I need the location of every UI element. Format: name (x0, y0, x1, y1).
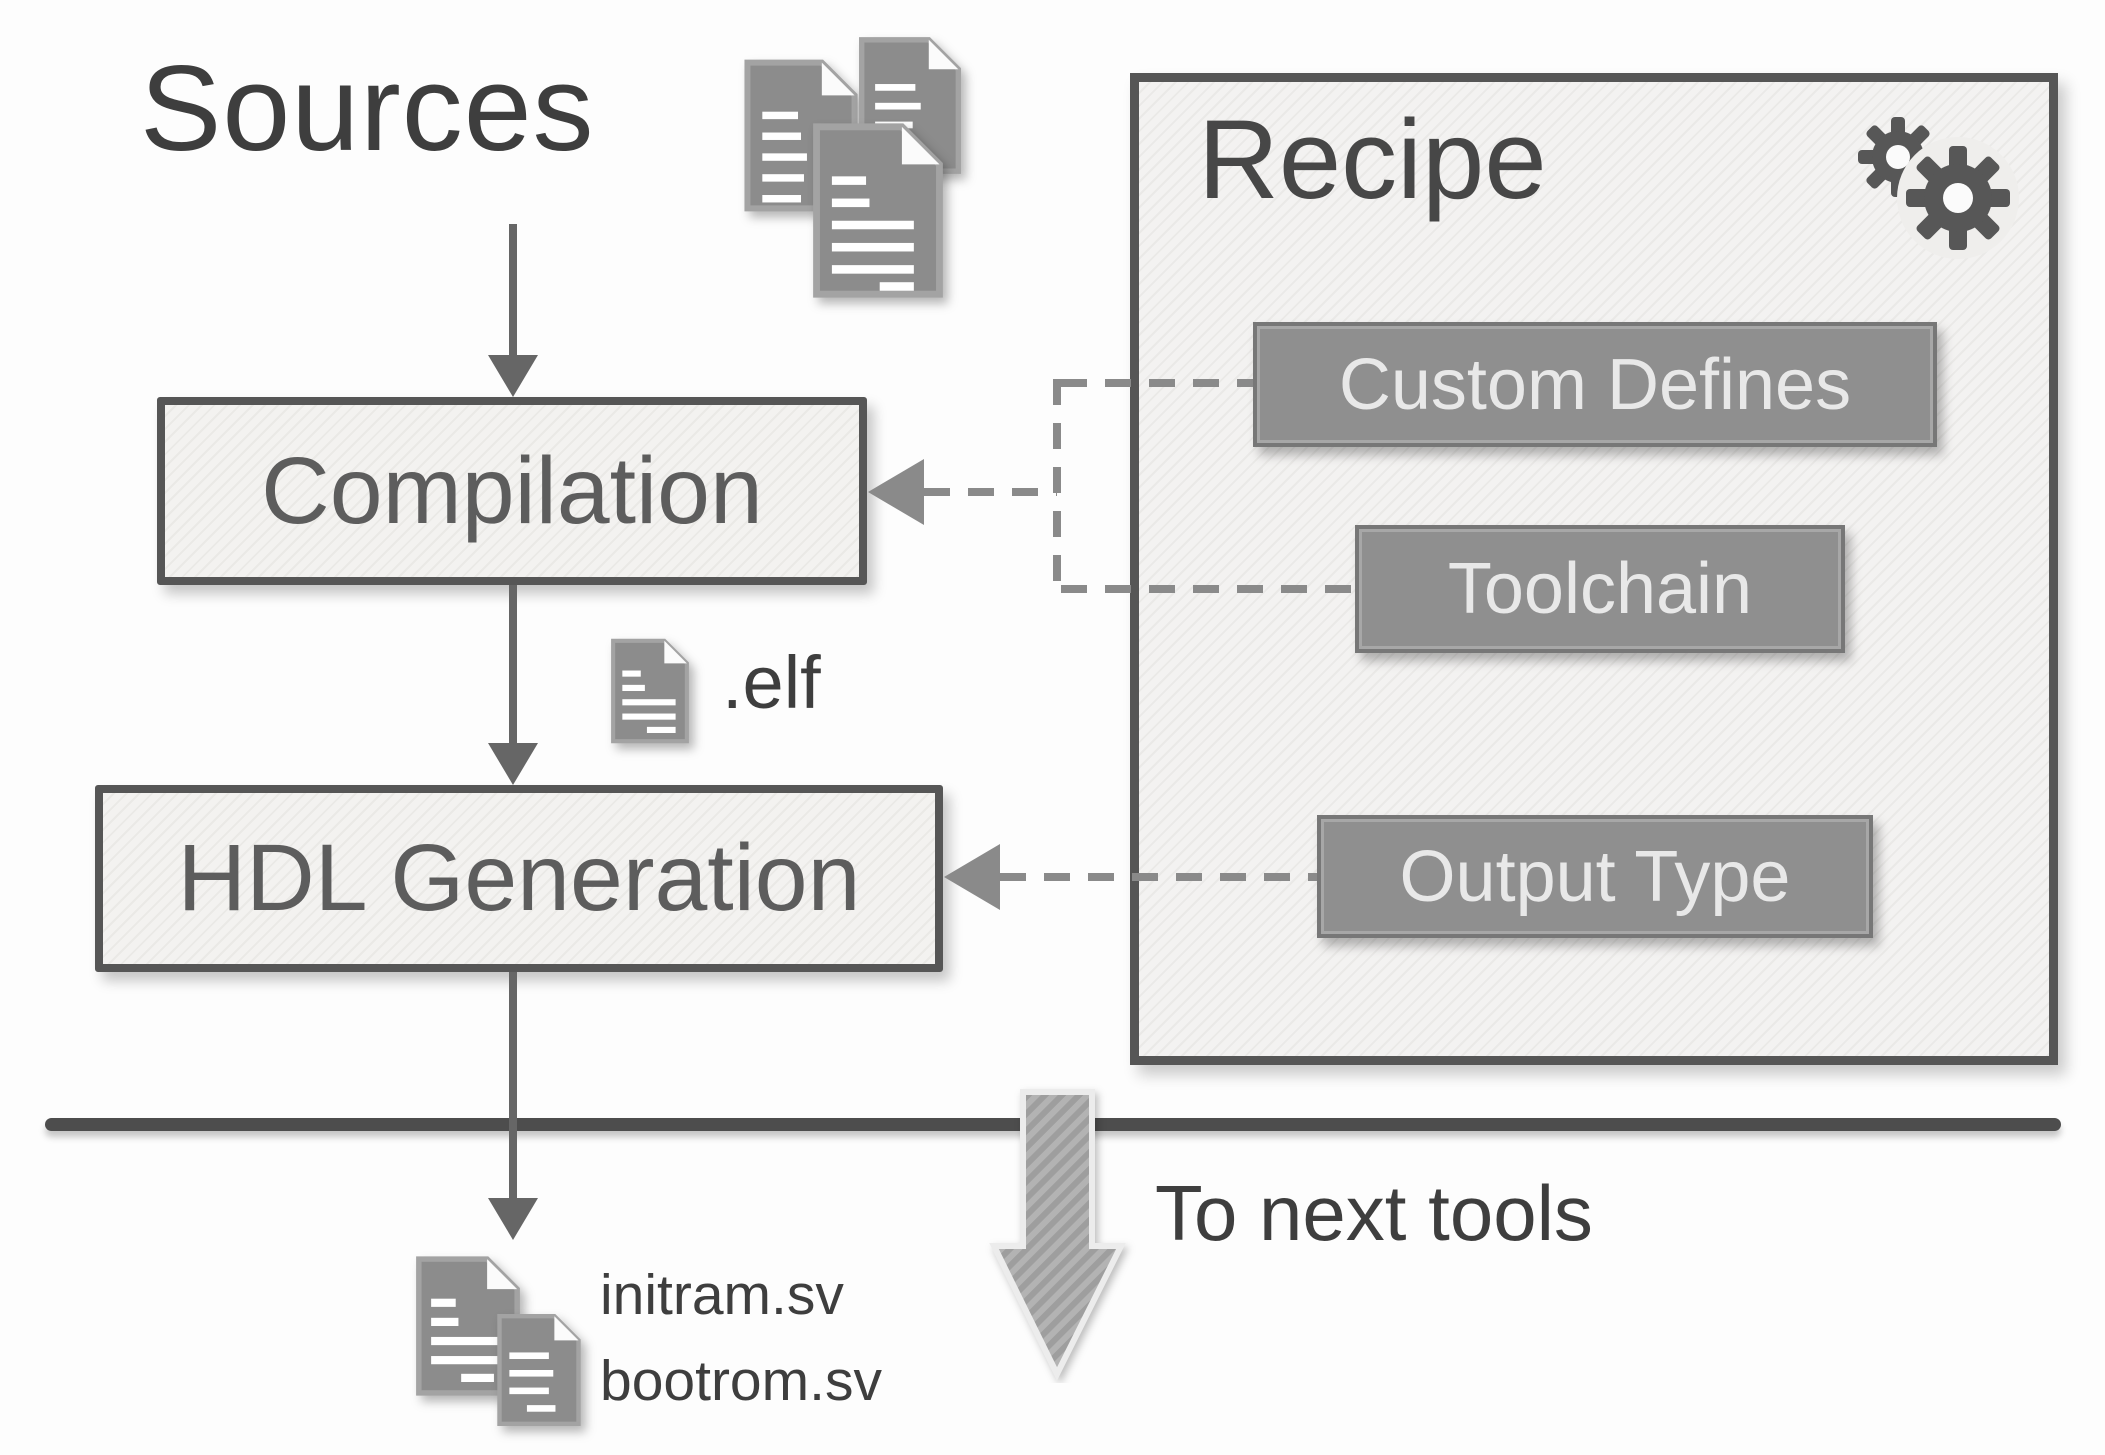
document-icon (611, 638, 689, 744)
gears-icon (1858, 117, 2019, 259)
document-icon (813, 123, 943, 298)
arrow-compilation-to-hdl-line (509, 585, 517, 745)
custom-defines-button: Custom Defines (1253, 322, 1937, 447)
output-file-initram: initram.sv (600, 1263, 844, 1327)
sources-label: Sources (140, 40, 595, 176)
custom-defines-label: Custom Defines (1338, 344, 1852, 425)
dashed-connector-to-compilation (924, 488, 1057, 496)
document-icon (497, 1314, 581, 1426)
documents-icon (412, 1252, 612, 1452)
toolchain-label: Toolchain (1447, 549, 1753, 629)
dashed-arrowhead-hdl (944, 844, 1000, 910)
to-next-tools-label: To next tools (1155, 1169, 1593, 1257)
recipe-title: Recipe (1198, 97, 1547, 222)
compilation-box: Compilation (157, 397, 867, 585)
dashed-arrowhead-compilation (868, 459, 924, 525)
dashed-connector-output-type (1000, 873, 1317, 881)
arrow-compilation-to-hdl-head (488, 743, 538, 785)
toolchain-button: Toolchain (1355, 525, 1845, 653)
big-down-arrow (989, 1089, 1126, 1381)
hdl-generation-box: HDL Generation (95, 785, 943, 972)
arrow-sources-to-compilation-head (488, 355, 538, 397)
output-file-bootrom: bootrom.sv (600, 1349, 882, 1413)
hdl-generation-label: HDL Generation (177, 825, 861, 931)
arrow-hdl-to-outputs-head (488, 1198, 538, 1240)
output-type-label: Output Type (1399, 836, 1791, 917)
compilation-label: Compilation (261, 437, 763, 544)
arrow-sources-to-compilation-line (509, 224, 517, 358)
dashed-connector-toolchain (1061, 585, 1355, 593)
output-type-button: Output Type (1317, 815, 1873, 938)
dashed-connector-vertical (1053, 379, 1061, 593)
elf-label: .elf (722, 641, 821, 724)
dashed-connector-custom-defines (1061, 379, 1253, 387)
documents-icon (740, 8, 980, 328)
arrow-hdl-to-outputs-line (509, 972, 517, 1200)
